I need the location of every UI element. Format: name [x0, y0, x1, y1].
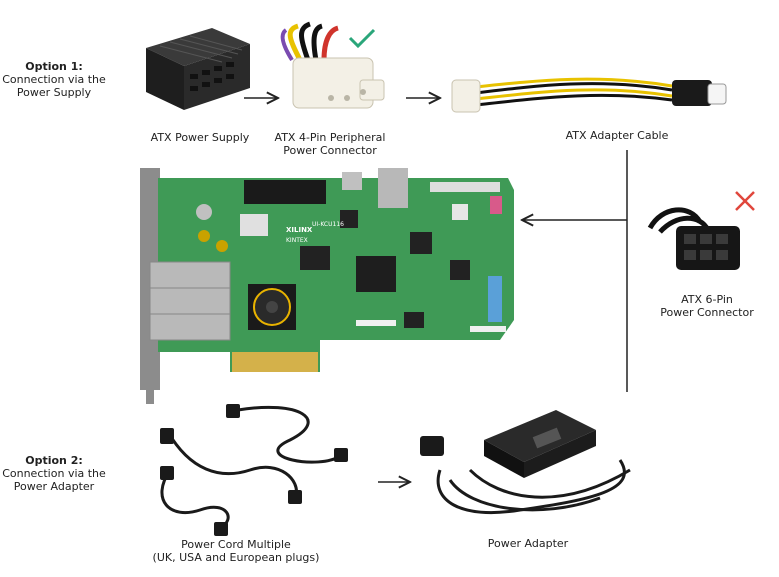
board-model: KINTEX — [286, 237, 308, 244]
caption-atx-4pin: ATX 4-Pin Peripheral Power Connector — [262, 131, 398, 157]
atx-adapter-cable-image — [451, 77, 727, 113]
option-2-label: Option 2: Connection via the Power Adapt… — [0, 454, 108, 493]
fpga-board-image — [140, 168, 514, 404]
atx-4pin-connector-image — [280, 21, 385, 109]
caption-power-cord-line2: (UK, USA and European plugs) — [152, 551, 320, 564]
power-plug-icons — [160, 404, 348, 536]
option-2-line1: Connection via the — [2, 467, 106, 480]
option-2-line2: Power Adapter — [13, 480, 95, 493]
caption-power-cord: Power Cord Multiple (UK, USA and Europea… — [146, 538, 326, 564]
caption-atx-6pin-line2: Power Connector — [660, 306, 754, 319]
atx-6pin-connector-image — [647, 207, 740, 270]
caption-atx-4pin-line2: Power Connector — [283, 144, 377, 157]
caption-power-cord-line1: Power Cord Multiple — [181, 538, 291, 551]
option-1-label: Option 1: Connection via the Power Suppl… — [0, 60, 108, 99]
caption-atx-4pin-line1: ATX 4-Pin Peripheral — [274, 131, 386, 144]
check-icon — [348, 28, 376, 49]
option-1-title: Option 1: — [25, 60, 83, 73]
caption-atx-power-supply: ATX Power Supply — [150, 131, 250, 144]
option-1-line1: Connection via the — [2, 73, 106, 86]
atx-power-supply-image — [146, 28, 250, 110]
board-label: UI-KCU116 — [312, 221, 344, 228]
caption-power-adapter: Power Adapter — [487, 537, 569, 550]
caption-atx-6pin-line1: ATX 6-Pin — [681, 293, 733, 306]
caption-atx-6pin: ATX 6-Pin Power Connector — [652, 293, 762, 319]
board-brand: XILINX — [286, 226, 313, 234]
cross-icon — [735, 191, 755, 211]
caption-atx-adapter-cable: ATX Adapter Cable — [565, 129, 669, 142]
power-adapter-image — [420, 410, 631, 515]
option-2-title: Option 2: — [25, 454, 83, 467]
option-1-line2: Power Supply — [16, 86, 92, 99]
power-cord-image — [160, 405, 341, 530]
